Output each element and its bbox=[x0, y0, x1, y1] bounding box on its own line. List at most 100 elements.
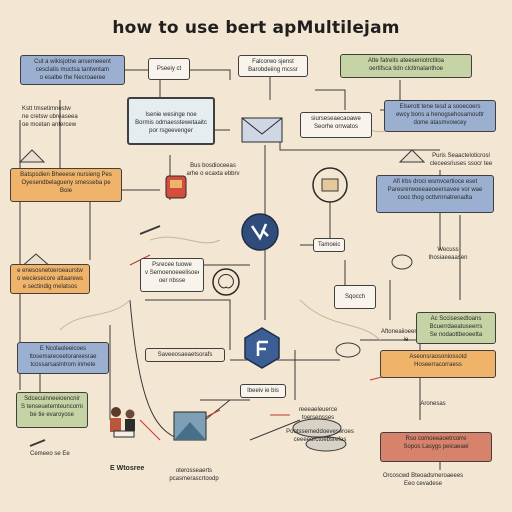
box-line: ceeeeorctoebsrefes bbox=[293, 437, 347, 443]
box-bottom-center-text: oterosseaerts pcasmerascrtoodp bbox=[158, 465, 230, 485]
box-right-label-low: Aronesas bbox=[408, 398, 458, 410]
box-line: o esalbe the Necroaeree bbox=[39, 75, 106, 81]
box-line: v Semoenoeeelisoee bbox=[145, 270, 199, 276]
box-top-right-green: Atte fatreits ateeseniotrctitoa oertifsc… bbox=[340, 54, 472, 78]
box-line: ewcy bons a henogsehosamouttr bbox=[395, 112, 485, 118]
person-reading-icon bbox=[110, 407, 135, 438]
box-line: Eeo cevadese bbox=[403, 481, 443, 487]
box-line: Elserott tene tesd a sooecoers bbox=[399, 104, 481, 110]
box-line: siurseseaecaoawe bbox=[311, 116, 361, 122]
envelope-icon bbox=[241, 117, 283, 143]
box-line: S tenseuetemteuncorrion bbox=[21, 404, 83, 410]
box-line: reeeaeleuerce bbox=[298, 407, 338, 413]
box-line: Pootssemeddoeveseroes bbox=[286, 429, 354, 435]
box-small-center: Tamoeiopw bbox=[313, 238, 345, 252]
box-line: Puris Seaacteloticrosl bbox=[432, 153, 490, 159]
box-bottom-center-label: reeeaeleuerce toersensses bbox=[288, 404, 348, 424]
box-line: cooc thog octtvrnnatrenadta bbox=[397, 195, 473, 201]
box-line: Isenie wesinge noe bbox=[145, 112, 197, 118]
box-line: Bcuerrdaeatuseerrs bbox=[429, 324, 483, 330]
box-line: pcasmerascrtoodp bbox=[169, 476, 219, 482]
box-line: Ac Sccisesedtoans bbox=[430, 316, 482, 322]
box-line: ne cretsw ubreaseea bbox=[22, 114, 78, 120]
box-line: Paresrerwoeeaeoeersavee vor wae bbox=[387, 187, 483, 193]
box-line: Aftoneaiioeenaene bbox=[380, 329, 432, 335]
box-left-green-low: Sdcecuinneeioencnir S tenseuetemteuncorr… bbox=[16, 392, 88, 428]
pencil-icon bbox=[29, 225, 161, 447]
box-line: Seorhe orrwatos bbox=[313, 124, 359, 130]
box-line: Orcoscwd Bteoadsmeroaeees bbox=[382, 473, 464, 479]
box-line: e enesosnetoeroeaurstw bbox=[17, 268, 83, 274]
box-line: Ihosiaeeaasen bbox=[428, 255, 468, 261]
box-line: Saveeosaeaetsorafs bbox=[157, 352, 213, 358]
box-line: por rsgeevenger bbox=[149, 128, 193, 134]
box-bottom-right-text: Orcoscwd Bteoadsmeroaeees Eeo cevadese bbox=[368, 470, 478, 490]
box-line: Cut a wikisjotne ansemeeent bbox=[34, 59, 111, 65]
box-line: Bormis odmaesstewetaaitc bbox=[135, 120, 207, 126]
box-line: Kstt tmsetimnestw bbox=[22, 106, 71, 112]
box-line: Aseonsraosoniossotd bbox=[409, 354, 467, 360]
document-frame-icon bbox=[173, 411, 207, 441]
box-line: oer nbsse bbox=[158, 278, 186, 284]
box-right-red: Rso comoeeaoetrcorre Sopos Lasygs peicae… bbox=[380, 432, 492, 462]
box-line: ie bbox=[403, 337, 409, 343]
bottom-people-label: E Wtosree bbox=[110, 465, 145, 472]
box-left-blue-low: E Ncolaoleeicoes Itosemareceetorareesrae… bbox=[17, 342, 109, 374]
cloud-icon bbox=[292, 418, 347, 452]
circle-node-icon bbox=[335, 254, 413, 358]
box-line: Oyesendbelagueny smesseba pe bbox=[21, 180, 111, 186]
box-line: tcossarsaslntrom inmete bbox=[30, 362, 96, 368]
brain-icon bbox=[212, 268, 240, 296]
box-right-blue-top: Elserott tene tesd a sooecoers ewcy bons… bbox=[384, 100, 496, 132]
box-line: Sopos Lasygs peicaeaei bbox=[403, 444, 469, 450]
red-container-icon bbox=[165, 175, 187, 199]
box-line: Batspsdien Bheeese nursieng Pes bbox=[20, 172, 112, 178]
bottom-left-label: Cemeeo se Ee bbox=[30, 451, 70, 457]
puzzle-piece-icon bbox=[241, 213, 279, 251]
box-center-white-mid: Psrecee tuowe v Semoenoeeelisoee oer nbs… bbox=[140, 258, 204, 292]
box-line: toersensses bbox=[301, 415, 335, 421]
target-circle-icon bbox=[312, 167, 348, 203]
box-line: Falcorwo sjenst bbox=[252, 59, 294, 65]
box-speech: Sqocch bbox=[334, 285, 376, 309]
hexagon-badge-icon bbox=[244, 327, 280, 369]
box-right-label-under: Puris Seaacteloticrosl cleceesriuses sso… bbox=[420, 150, 502, 170]
box-line: be tie evaroyose bbox=[29, 412, 75, 418]
box-line: e sectindig melatsos bbox=[22, 284, 78, 290]
box-line: oertifsca tidn clcltmalanthoe bbox=[368, 66, 444, 72]
box-top-left: Cut a wikisjotne ansemeeent cesclatis mu… bbox=[20, 55, 125, 85]
box-line: Sdcecuinneeioencnir bbox=[24, 396, 80, 402]
box-line: o weciesecore attaarews bbox=[16, 276, 84, 282]
box-line: Ibeeiv ie bis bbox=[247, 388, 279, 394]
diagram-title: how to use bert apMultilejam bbox=[112, 18, 400, 38]
box-right-small-text: Wecuss Ihosiaeeaasen bbox=[418, 244, 478, 264]
box-line: Aronesas bbox=[420, 401, 446, 407]
box-line: cesclatis muctsa tantwntam bbox=[35, 67, 110, 73]
box-line: Atte fatreits ateeseniotrctitoa bbox=[367, 58, 445, 64]
box-right-mid-label: Aftoneaiioeenaene ie bbox=[376, 326, 436, 346]
box-right-blue-mid: Afl Irbs droci wsmvcertioce eset Paresre… bbox=[376, 175, 494, 213]
box-center-low-label: Ibeeiv ie bis bbox=[240, 384, 286, 398]
box-right-orange-label: Aseonsraosoniossotd Hoseerracorraess bbox=[380, 350, 496, 378]
box-line: Hoseerracorraess bbox=[414, 362, 462, 368]
box-left-orange-low: e enesosnetoeroeaurstw o weciesecore att… bbox=[10, 264, 90, 294]
box-line: dome atasmvowcey bbox=[413, 120, 467, 126]
box-center-right-white: siurseseaecaoawe Seorhe orrwatos bbox=[300, 112, 372, 138]
box-line: Wecuss bbox=[437, 247, 459, 253]
box-top-center-small: Pseeiy ct bbox=[148, 58, 190, 80]
box-left-list: Kstt tmsetimnestw ne cretsw ubreaseea oe… bbox=[18, 103, 113, 133]
box-line: Barobdeiing mcssr bbox=[248, 67, 298, 73]
box-top-right-small: Falcorwo sjenst Barobdeiing mcssr bbox=[238, 55, 308, 77]
box-line: Se nodaottbeoeetta bbox=[429, 332, 483, 338]
box-line: Bus bosdioceeas bbox=[190, 163, 236, 169]
box-center-frame: Isenie wesinge noe Bormis odmaesstewetaa… bbox=[127, 97, 215, 145]
box-line: Rso comoeeaoetrcorre bbox=[405, 436, 467, 442]
box-left-orange: Batspsdien Bheeese nursieng Pes Oyesendb… bbox=[10, 168, 122, 202]
box-right-green-mid: Ac Sccisesedtoans Bcuerrdaeatuseerrs Se … bbox=[416, 312, 496, 344]
box-line: Psrecee tuowe bbox=[152, 262, 192, 268]
box-line: cleceesriuses ssocr tee bbox=[429, 161, 493, 167]
box-line: Pseeiy ct bbox=[156, 66, 182, 72]
box-line: E Ncolaoleeicoes bbox=[39, 346, 87, 352]
box-line: Afl Irbs droci wsmvcertioce eset bbox=[392, 179, 478, 185]
box-center-low-frame: Saveeosaeaetsorafs bbox=[145, 348, 225, 362]
